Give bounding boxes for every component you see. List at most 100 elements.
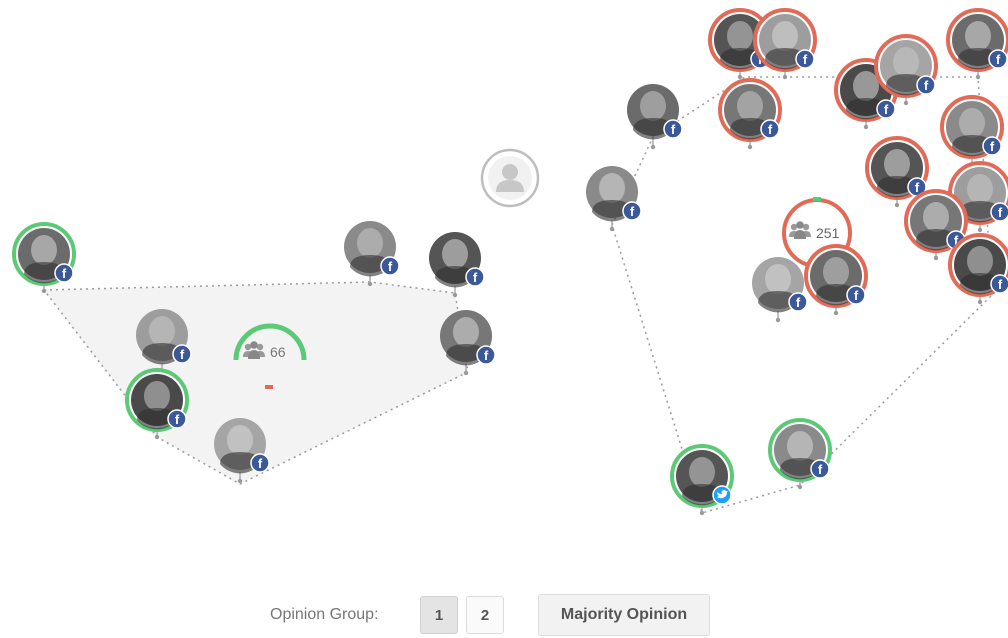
- participant-avatar[interactable]: f: [874, 34, 938, 106]
- facebook-badge-icon: f: [795, 49, 815, 69]
- opinion-group-2-button[interactable]: 2: [466, 596, 504, 634]
- svg-text:f: f: [996, 52, 1001, 67]
- svg-text:f: f: [473, 270, 478, 285]
- facebook-badge-icon: f: [465, 267, 485, 287]
- svg-text:f: f: [768, 122, 773, 137]
- svg-text:f: f: [62, 266, 67, 281]
- avatar-face-shape: [967, 174, 993, 204]
- svg-text:f: f: [924, 78, 929, 93]
- avatar-body-shape: [960, 273, 1000, 295]
- svg-text:f: f: [671, 122, 676, 137]
- avatar-body-shape: [916, 229, 956, 251]
- participant-avatar[interactable]: f: [12, 222, 76, 294]
- avatar-face-shape: [823, 257, 849, 287]
- participant-avatar[interactable]: f: [586, 166, 642, 232]
- svg-text:f: f: [258, 456, 263, 471]
- participant-avatar[interactable]: f: [940, 95, 1004, 167]
- avatar-body-shape: [730, 118, 770, 140]
- avatar-anchor-dot: [933, 255, 939, 261]
- svg-text:f: f: [388, 259, 393, 274]
- svg-text:f: f: [998, 205, 1003, 220]
- svg-text:f: f: [484, 348, 489, 363]
- avatar-body-shape: [446, 344, 486, 366]
- svg-text:f: f: [854, 288, 859, 303]
- avatar-body-shape: [142, 343, 182, 365]
- participant-avatar[interactable]: f: [125, 368, 189, 440]
- avatar-face-shape: [853, 71, 879, 101]
- participant-avatar[interactable]: f: [214, 418, 270, 484]
- facebook-badge-icon: f: [982, 136, 1002, 156]
- opinion-group-1-button[interactable]: 1: [420, 596, 458, 634]
- avatar-face-shape: [144, 381, 170, 411]
- avatar-face-shape: [965, 21, 991, 51]
- avatar-anchor-dot: [977, 227, 983, 233]
- facebook-badge-icon: f: [990, 202, 1008, 222]
- facebook-badge-icon: f: [846, 285, 866, 305]
- avatar-body-shape: [350, 255, 390, 277]
- facebook-badge-icon: f: [990, 274, 1008, 294]
- avatar-face-shape: [599, 173, 625, 203]
- participant-avatar[interactable]: [670, 444, 734, 516]
- avatar-body-shape: [877, 176, 917, 198]
- group-1-summary[interactable]: 66: [233, 323, 307, 389]
- avatar-body-shape: [682, 484, 722, 506]
- facebook-badge-icon: f: [622, 201, 642, 221]
- avatar-body-shape: [960, 201, 1000, 223]
- avatar-anchor-dot: [699, 510, 705, 516]
- avatar-body-shape: [137, 408, 177, 430]
- participant-avatar[interactable]: f: [718, 78, 782, 150]
- avatar-body-shape: [758, 291, 798, 313]
- avatar-anchor-dot: [977, 299, 983, 305]
- avatar-face-shape: [149, 316, 175, 346]
- avatar-face-shape: [727, 21, 753, 51]
- avatar-face-shape: [442, 239, 468, 269]
- svg-text:f: f: [818, 462, 823, 477]
- svg-text:f: f: [630, 204, 635, 219]
- svg-text:f: f: [954, 233, 959, 248]
- avatar-anchor-dot: [775, 317, 781, 323]
- people-icon: [789, 221, 811, 239]
- avatar-anchor-dot: [833, 310, 839, 316]
- svg-text:f: f: [990, 139, 995, 154]
- avatar-body-shape: [780, 458, 820, 480]
- avatar-anchor-dot: [863, 124, 869, 130]
- facebook-badge-icon: f: [916, 75, 936, 95]
- group-1-count: 66: [270, 344, 286, 360]
- participant-avatar[interactable]: f: [627, 84, 683, 150]
- avatar-anchor-dot: [41, 288, 47, 294]
- participant-avatar[interactable]: f: [752, 257, 808, 323]
- participant-avatar[interactable]: f: [429, 232, 485, 298]
- participant-avatar[interactable]: f: [865, 136, 929, 208]
- avatar-face-shape: [453, 317, 479, 347]
- avatar-face-shape: [31, 235, 57, 265]
- participant-avatar[interactable]: f: [136, 309, 192, 375]
- avatar-anchor-dot: [894, 202, 900, 208]
- participant-avatar[interactable]: f: [946, 8, 1008, 80]
- participant-avatar[interactable]: f: [753, 8, 817, 80]
- svg-text:f: f: [180, 347, 185, 362]
- facebook-badge-icon: f: [476, 345, 496, 365]
- anonymous-participant-icon[interactable]: [480, 148, 540, 208]
- avatar-anchor-dot: [452, 292, 458, 298]
- svg-text:f: f: [998, 277, 1003, 292]
- participant-avatar[interactable]: f: [804, 244, 868, 316]
- facebook-badge-icon: f: [988, 49, 1008, 69]
- avatar-body-shape: [816, 284, 856, 306]
- facebook-badge-icon: f: [810, 459, 830, 479]
- participant-avatar[interactable]: f: [768, 418, 832, 490]
- group-2-agree-marker: [813, 197, 821, 201]
- avatar-body-shape: [592, 200, 632, 222]
- avatar-face-shape: [787, 431, 813, 461]
- facebook-badge-icon: f: [172, 344, 192, 364]
- avatar-body-shape: [958, 48, 998, 70]
- avatar-body-shape: [435, 266, 475, 288]
- majority-opinion-button[interactable]: Majority Opinion: [538, 594, 710, 636]
- participant-avatar[interactable]: f: [440, 310, 496, 376]
- avatar-anchor-dot: [737, 74, 743, 80]
- avatar-face-shape: [689, 457, 715, 487]
- people-icon: [243, 341, 265, 359]
- avatar-face-shape: [640, 91, 666, 121]
- participant-avatar[interactable]: f: [344, 221, 400, 287]
- participant-avatar[interactable]: f: [948, 233, 1008, 305]
